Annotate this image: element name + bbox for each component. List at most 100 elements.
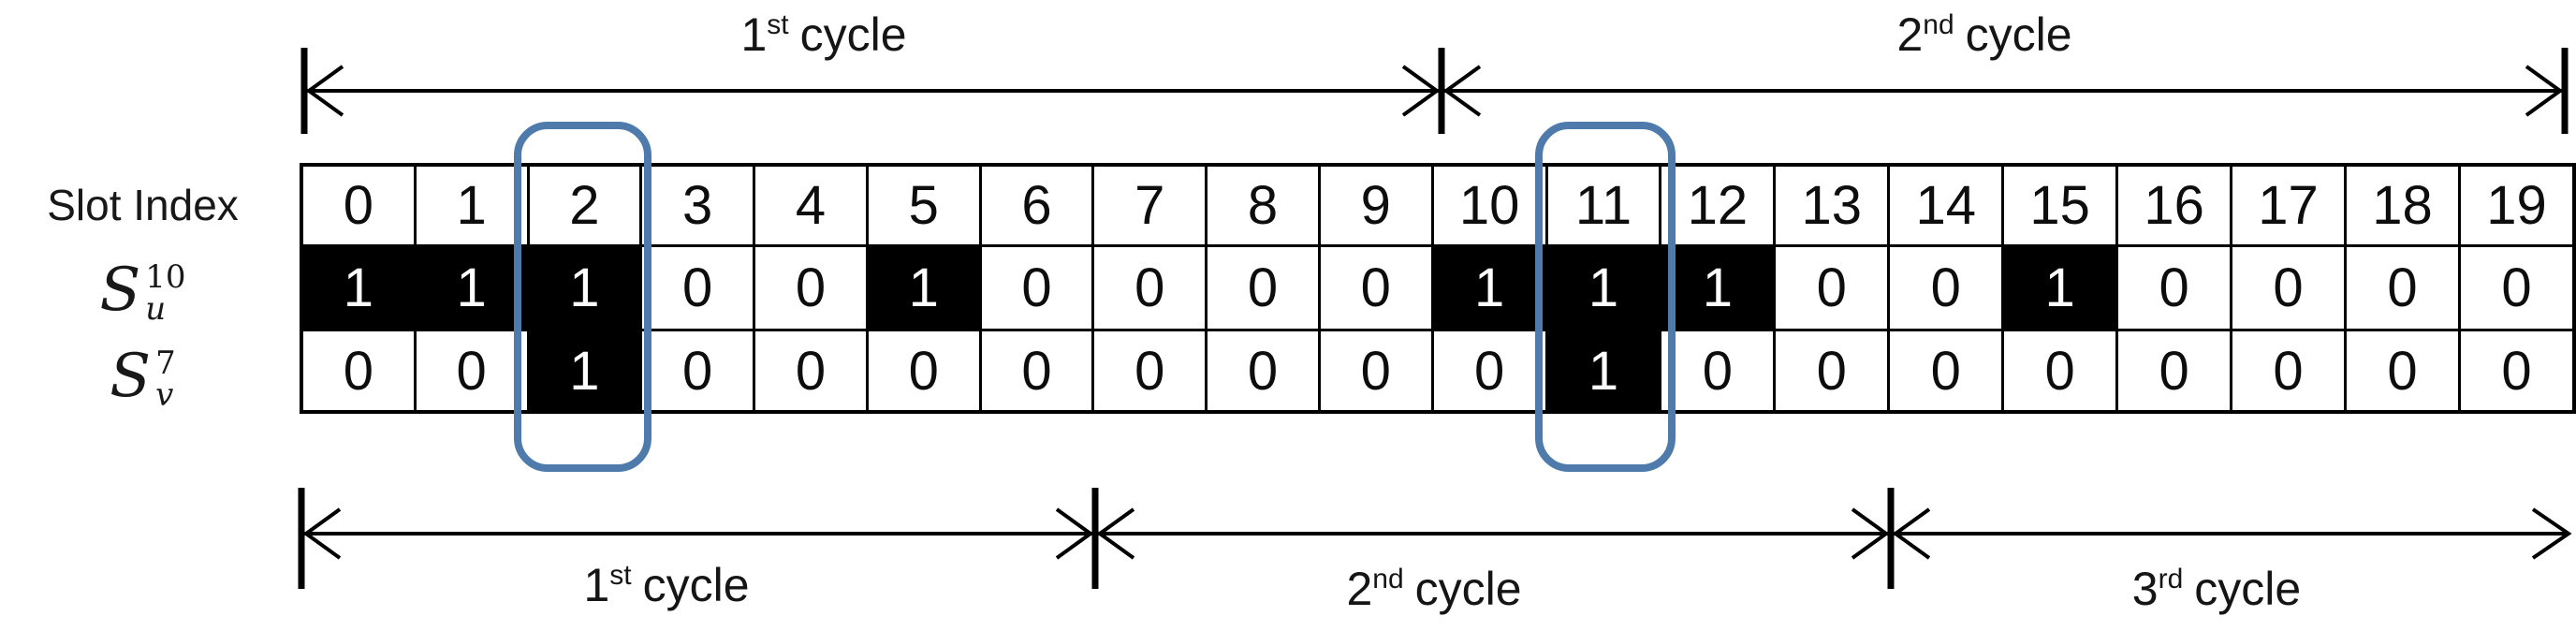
su-value-cell: 1 [1430,244,1548,331]
slot-index-cell: 12 [1659,163,1777,247]
su-value-cell: 0 [1773,244,1891,331]
su-value-cell: 0 [1317,244,1434,331]
slot-index-cell: 17 [2230,163,2347,247]
su-value-cell: 1 [300,244,417,331]
bottom-arrowhead-left [302,507,342,560]
su-value-cell: 1 [1544,244,1662,331]
slot-index-cell: 6 [978,163,1095,247]
highlight-box-slot-11 [1535,122,1676,472]
sv-value-cell: 0 [639,329,756,414]
sv-value-cell: 0 [753,329,869,414]
su-superscript: 10 [145,257,186,296]
su-value-cell: 1 [2001,244,2119,331]
su-value-cell: 0 [2115,244,2233,331]
cycle-number: 1 [583,559,610,611]
bottom-arrowhead-mid2-right [1851,507,1890,560]
slot-index-cell: 19 [2457,163,2576,247]
ordinal-suffix: nd [1923,9,1954,40]
ordinal-suffix: st [767,9,789,40]
su-value-cell: 1 [865,244,982,331]
top-arrowhead-mid-right [1401,65,1441,117]
su-value-cell: 0 [978,244,1095,331]
cycle-word: cycle [642,559,750,611]
slot-index-cell: 4 [753,163,869,247]
top-arrowhead-right [2525,65,2564,117]
sv-value-cell: 0 [2230,329,2347,414]
slot-index-cell: 9 [1317,163,1434,247]
cycle-word: cycle [2194,563,2302,615]
sv-value-cell: 0 [1773,329,1891,414]
slot-index-cell: 0 [300,163,417,247]
bottom-arrowhead-mid1-right [1055,507,1094,560]
top-arrowhead-left [305,65,344,117]
ordinal-suffix: st [609,560,632,591]
su-value-cell: 1 [413,244,530,331]
su-value-cell: 0 [753,244,869,331]
slot-index-cell: 5 [865,163,982,247]
su-value-cell: 0 [639,244,756,331]
su-value-cell: 0 [2344,244,2461,331]
sv-value-cell: 0 [300,329,417,414]
slot-index-cell: 3 [639,163,756,247]
cycle-number: 2 [1896,8,1924,61]
slot-index-cell: 2 [526,163,643,247]
sv-value-cell: 0 [1887,329,2005,414]
sv-value-cell: 0 [865,329,982,414]
slot-index-cell: 18 [2344,163,2461,247]
bottom-arrowhead-mid1-left [1096,507,1135,560]
cycle-word: cycle [799,8,907,61]
sv-value-cell: 0 [1659,329,1777,414]
slot-index-cell: 16 [2115,163,2233,247]
slot-index-cell: 15 [2001,163,2119,247]
sv-value-cell: 0 [1205,329,1321,414]
slot-index-cell: 14 [1887,163,2005,247]
cycle-number: 2 [1346,563,1373,615]
sv-value-cell: 0 [413,329,530,414]
su-value-cell: 1 [526,244,643,331]
cycle-word: cycle [1965,8,2072,61]
sv-subscript: v [155,375,174,414]
ordinal-suffix: nd [1372,564,1404,594]
top-arrowhead-mid-left [1442,65,1482,117]
cycle-number: 3 [2131,563,2159,615]
su-value-cell: 0 [2230,244,2347,331]
slot-index-cell: 11 [1544,163,1662,247]
slot-index-cell: 1 [413,163,530,247]
sv-value-cell: 0 [2344,329,2461,414]
sv-value-cell: 0 [978,329,1095,414]
sv-value-cell: 0 [1430,329,1548,414]
sv-value-cell: 1 [1544,329,1662,414]
bottom-arrowhead-mid2-left [1892,507,1931,560]
sv-value-cell: 0 [2001,329,2119,414]
row-label-slot-index: Slot Index [47,180,239,229]
sv-symbol: S [110,341,152,411]
su-value-cell: 0 [1091,244,1208,331]
sv-value-cell: 0 [2115,329,2233,414]
slot-index-cell: 8 [1205,163,1321,247]
bottom-arrowhead-right [2531,507,2572,560]
sv-value-cell: 0 [1317,329,1434,414]
su-value-cell: 1 [1659,244,1777,331]
slot-index-cell: 13 [1773,163,1891,247]
sv-value-cell: 1 [526,329,643,414]
ordinal-suffix: rd [2158,564,2184,594]
su-value-cell: 0 [1205,244,1321,331]
slot-index-cell: 7 [1091,163,1208,247]
su-value-cell: 0 [1887,244,2005,331]
su-symbol: S [99,255,141,325]
su-value-cell: 0 [2457,244,2576,331]
highlight-box-slot-2 [514,122,651,472]
sv-value-cell: 0 [2457,329,2576,414]
